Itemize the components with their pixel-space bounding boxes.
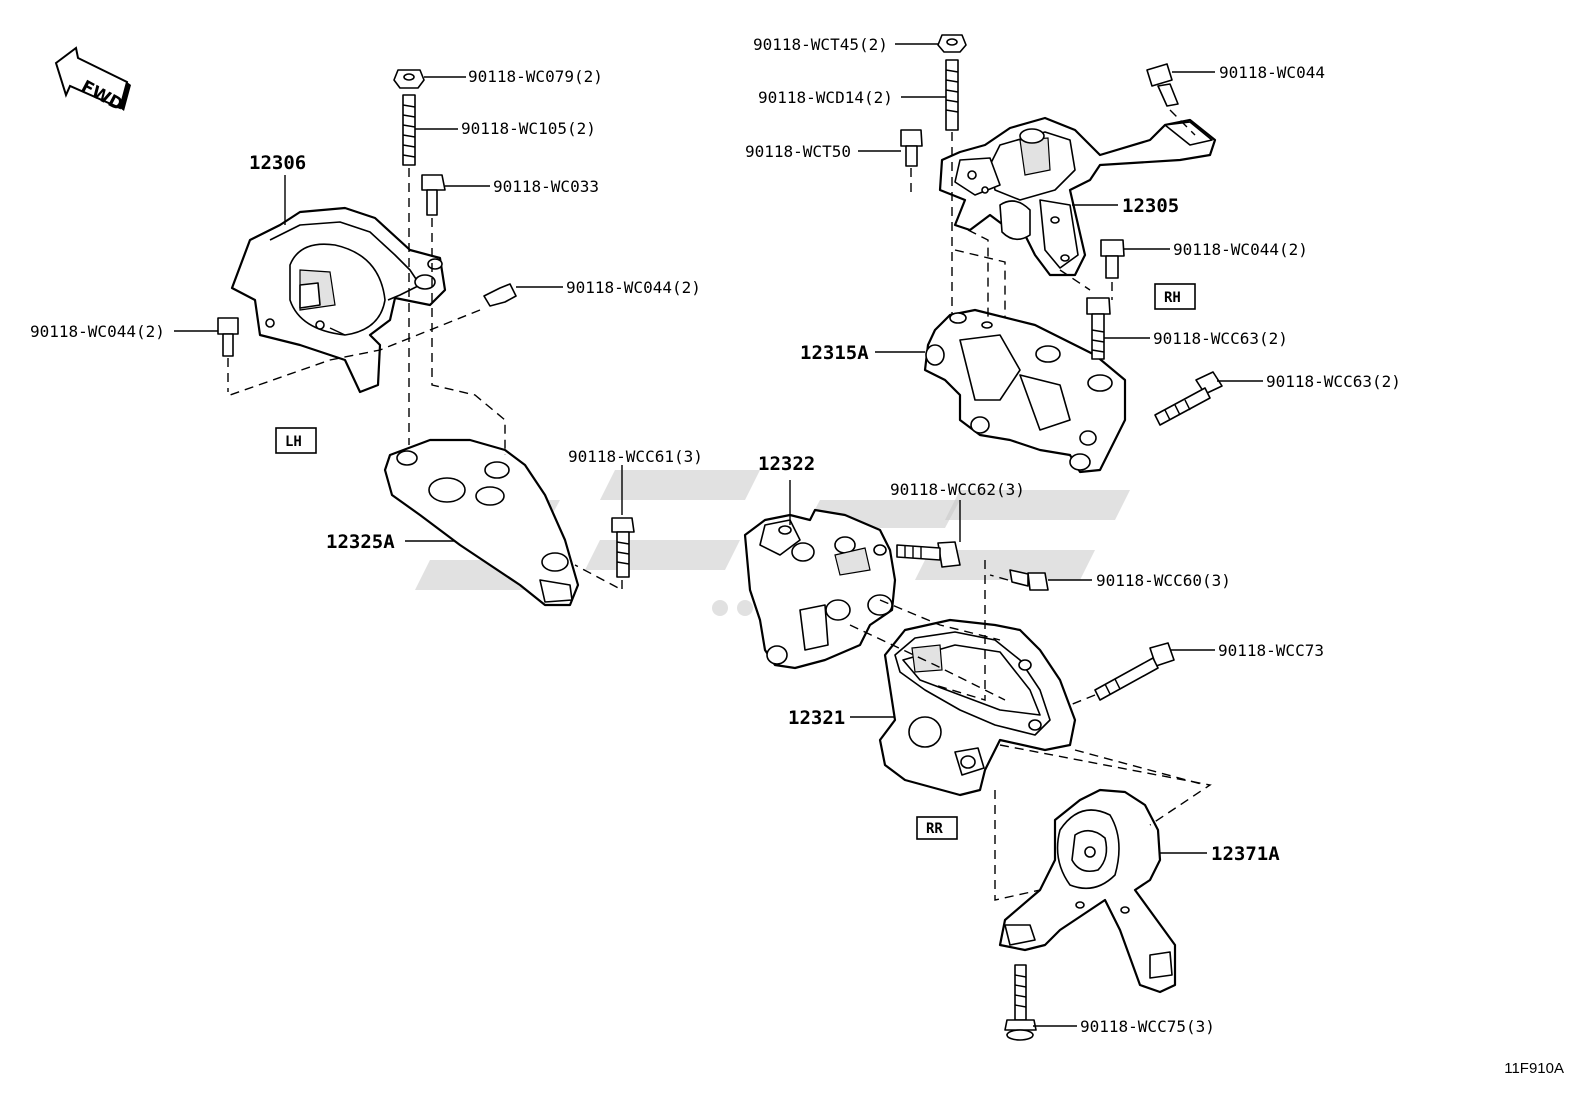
mount-12305	[938, 116, 1217, 277]
callout-rr-12321: 12321	[788, 707, 845, 729]
callout-rh-wc044-top: 90118-WC044	[1219, 63, 1325, 82]
rr-leaders	[789, 480, 1215, 1027]
tag-rh: RH	[1154, 283, 1196, 310]
svg-text:RR: RR	[926, 821, 943, 837]
mount-12371a	[998, 788, 1177, 994]
svg-text:LH: LH	[285, 434, 302, 450]
fwd-arrow-icon: FWD	[54, 46, 131, 115]
rh-leaders	[858, 43, 1263, 382]
rr-bolts	[896, 541, 1175, 1041]
callout-rr-wcc62: 90118-WCC62(3)	[890, 480, 1025, 499]
callout-lh-wc079: 90118-WC079(2)	[468, 67, 603, 86]
callout-rr-wcc73: 90118-WCC73	[1218, 641, 1324, 660]
callout-lh-wc044-right: 90118-WC044(2)	[566, 278, 701, 297]
tag-rr: RR	[916, 816, 958, 840]
callout-rr-wcc60: 90118-WCC60(3)	[1096, 571, 1231, 590]
diagram-code: 11F910A	[1504, 1060, 1564, 1077]
tag-lh: LH	[275, 427, 317, 454]
lh-bolts	[217, 69, 635, 578]
mount-12325a	[383, 438, 580, 607]
callout-rr-wcc75: 90118-WCC75(3)	[1080, 1017, 1215, 1036]
callout-rh-wct45: 90118-WCT45(2)	[753, 35, 888, 54]
callout-lh-12306: 12306	[249, 152, 306, 174]
callout-rh-wcc63-a: 90118-WCC63(2)	[1153, 329, 1288, 348]
callout-rh-wc044-2: 90118-WC044(2)	[1173, 240, 1308, 259]
callout-rr-12371a: 12371A	[1211, 843, 1280, 865]
callout-lh-12325a: 12325A	[326, 531, 395, 553]
rh-bolts	[900, 34, 1223, 426]
callout-lh-wc044-left: 90118-WC044(2)	[30, 322, 165, 341]
rr-assembly-lines	[849, 560, 1212, 901]
callout-rr-12322: 12322	[758, 453, 815, 475]
callout-lh-wc033: 90118-WC033	[493, 177, 599, 196]
mount-12315a	[923, 308, 1127, 474]
callout-rh-12305: 12305	[1122, 195, 1179, 217]
rh-assembly-lines	[910, 109, 1196, 320]
lh-assembly-lines	[227, 168, 623, 592]
callout-lh-wcc61: 90118-WCC61(3)	[568, 447, 703, 466]
callout-rh-12315a: 12315A	[800, 342, 869, 364]
callout-lh-wc105: 90118-WC105(2)	[461, 119, 596, 138]
mount-12322	[743, 508, 897, 670]
callout-labels: 90118-WC079(2) 90118-WC105(2) 90118-WC03…	[30, 35, 1401, 1036]
mount-12306	[230, 206, 447, 394]
svg-text:RH: RH	[1164, 290, 1181, 306]
callout-rh-wcd14: 90118-WCD14(2)	[758, 88, 893, 107]
callout-rh-wct50: 90118-WCT50	[745, 142, 851, 161]
mount-12321	[878, 618, 1077, 797]
callout-rh-wcc63-b: 90118-WCC63(2)	[1266, 372, 1401, 391]
lh-leaders	[174, 76, 623, 542]
